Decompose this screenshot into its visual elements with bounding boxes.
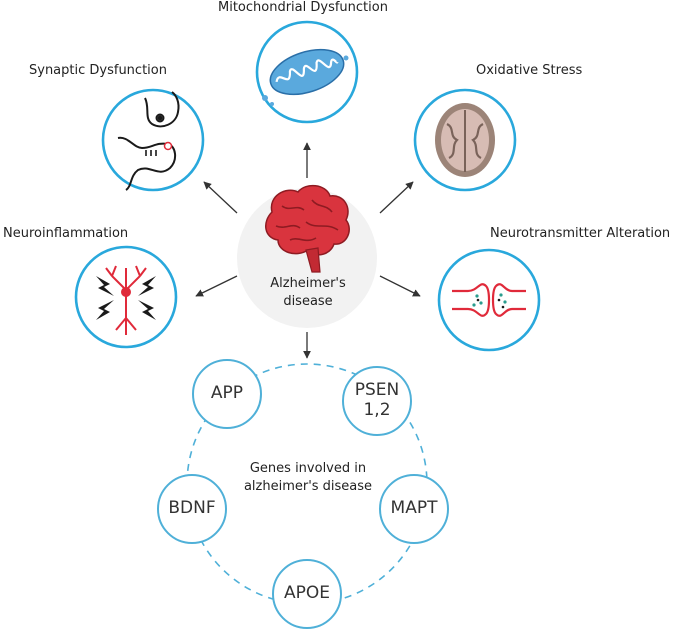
synapse-icon	[117, 91, 180, 191]
label-synaptic: Synaptic Dysfunction	[29, 63, 167, 78]
brain-icon	[265, 184, 350, 273]
inflamed-neuron-icon	[105, 265, 147, 335]
synapse-vesicles-icon	[452, 283, 526, 317]
center-label: Alzheimer's disease	[270, 276, 346, 309]
genes-title: Genes involved in alzheimer's disease	[243, 461, 373, 495]
gene-apoe: APOE	[272, 559, 342, 629]
gene-mapt: MAPT	[379, 474, 449, 544]
gene-bdnf: BDNF	[157, 474, 227, 544]
arrow-to-neuroinflammation	[195, 275, 238, 297]
synaptic-circle	[101, 88, 205, 192]
synapse-release-dot	[163, 141, 173, 151]
arrows	[195, 142, 421, 359]
brain-scan-icon	[435, 103, 495, 177]
label-neuroinflammation: Neuroinflammation	[3, 226, 129, 241]
gene-psen: PSEN 1,2	[342, 366, 412, 436]
arrow-to-neurotransmitter	[379, 275, 421, 297]
mitochondrion-fragments	[262, 55, 349, 106]
label-neurotransmitter: Neurotransmitter Alteration	[490, 226, 671, 241]
mitochondrion-icon	[269, 48, 345, 96]
gene-app: APP	[192, 359, 262, 429]
label-mitochondrial: Mitochondrial Dysfunction	[218, 0, 388, 15]
arrow-to-synaptic	[203, 181, 238, 214]
arrow-to-oxidative	[379, 181, 414, 214]
label-oxidative: Oxidative Stress	[476, 63, 583, 78]
lightning-bolts	[96, 276, 156, 320]
